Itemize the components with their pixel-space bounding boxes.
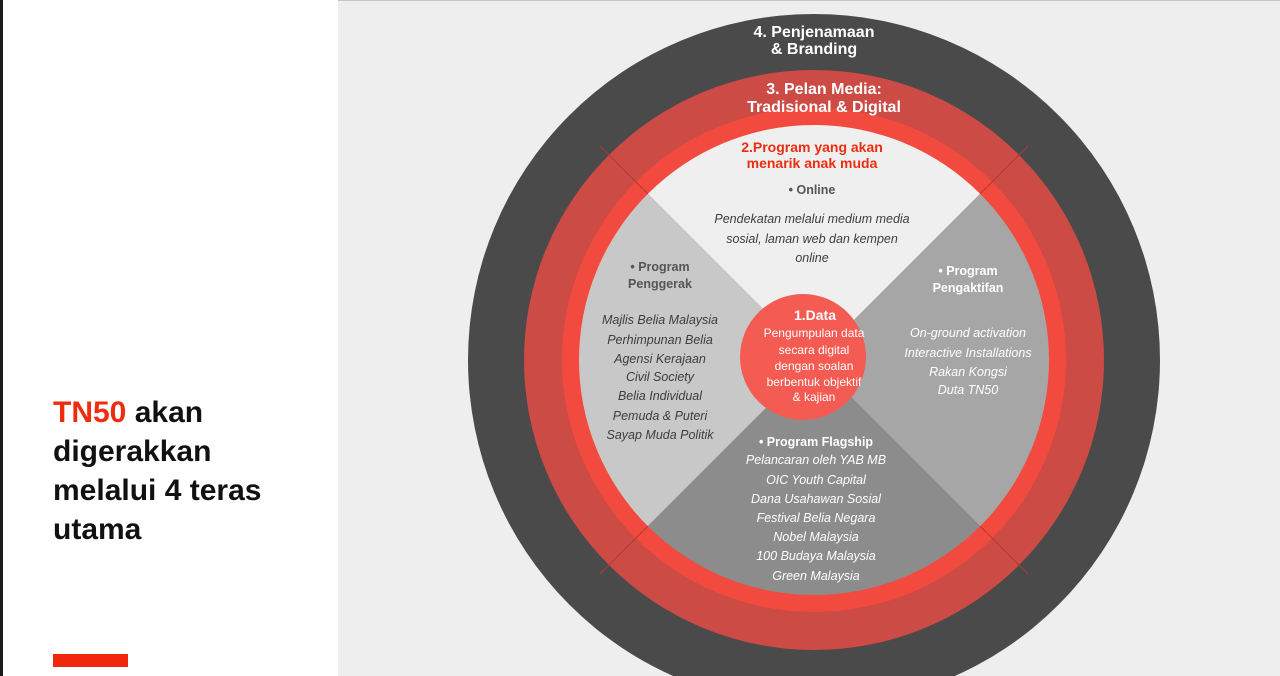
flagship-item: Dana Usahawan Sosial <box>751 492 882 506</box>
core-line: secara digital <box>779 343 850 357</box>
slide-title-line2: digerakkan <box>53 435 212 468</box>
left-edge-line <box>0 0 3 676</box>
penggerak-item: Belia Individual <box>618 389 703 403</box>
penggerak-heading-1: • Program <box>630 260 689 274</box>
flagship-item: 100 Budaya Malaysia <box>756 549 876 563</box>
outer-ring-label-2: & Branding <box>771 41 857 58</box>
pengaktifan-heading-2: Pengaktifan <box>933 281 1004 295</box>
pengaktifan-item: Duta TN50 <box>938 383 998 397</box>
flagship-item: Festival Belia Negara <box>757 511 876 525</box>
flagship-item: Pelancaran oleh YAB MB <box>746 453 886 467</box>
slide-title-line1: akan <box>126 396 204 429</box>
penggerak-heading-2: Penggerak <box>628 277 692 291</box>
penggerak-item: Sayap Muda Politik <box>606 428 714 442</box>
slide-title-line4: utama <box>53 513 142 546</box>
left-panel <box>0 0 338 676</box>
core-line: berbentuk objektif <box>767 375 862 389</box>
online-line-1: Pendekatan melalui medium media <box>714 212 909 226</box>
slide-title-accent: TN50 <box>53 396 127 429</box>
pengaktifan-item: Rakan Kongsi <box>929 365 1008 379</box>
penggerak-item: Civil Society <box>626 370 695 384</box>
online-line-2: sosial, laman web dan kempen <box>726 232 898 246</box>
flagship-item: Green Malaysia <box>772 569 860 583</box>
panel-top-line <box>338 0 1280 1</box>
core-data-circle <box>740 294 866 420</box>
outer-ring-label-1: 4. Penjenamaan <box>754 24 875 41</box>
program-ring-label-1: 2.Program yang akan <box>741 139 883 155</box>
online-heading: • Online <box>789 183 836 197</box>
core-line: & kajian <box>793 390 836 404</box>
media-ring-label-2: Tradisional & Digital <box>747 99 901 116</box>
penggerak-item: Agensi Kerajaan <box>613 352 706 366</box>
penggerak-item: Pemuda & Puteri <box>613 409 709 423</box>
flagship-item: Nobel Malaysia <box>773 530 859 544</box>
accent-bar <box>53 654 128 667</box>
slide-title-line3: melalui 4 teras <box>53 474 262 507</box>
program-ring-label-2: menarik anak muda <box>747 155 878 171</box>
pengaktifan-item: On-ground activation <box>910 326 1026 340</box>
penggerak-item: Majlis Belia Malaysia <box>602 313 718 327</box>
pengaktifan-heading-1: • Program <box>938 264 997 278</box>
core-heading: 1.Data <box>794 307 836 323</box>
slide-title: TN50 akan digerakkan melalui 4 teras utama <box>53 393 333 549</box>
flagship-heading: • Program Flagship <box>759 435 873 449</box>
media-ring-label-1: 3. Pelan Media: <box>766 81 882 98</box>
core-line: Pengumpulan data <box>764 326 865 340</box>
core-line: dengan soalan <box>775 359 854 373</box>
penggerak-item: Perhimpunan Belia <box>607 333 713 347</box>
online-line-3: online <box>795 251 828 265</box>
flagship-item: OIC Youth Capital <box>766 473 867 487</box>
pengaktifan-item: Interactive Installations <box>904 346 1031 360</box>
